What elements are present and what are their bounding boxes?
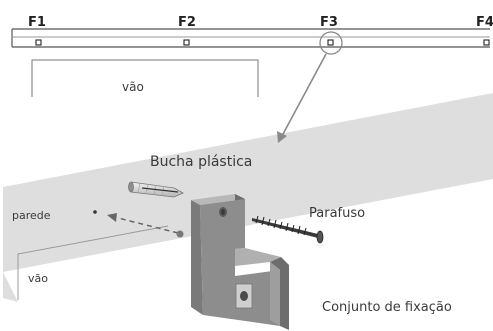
- wall-plug-icon: [128, 181, 184, 198]
- rail-bracket-marker-f1: [35, 39, 42, 46]
- leader-arrow: [277, 53, 327, 143]
- mounting-bracket-icon: [191, 194, 289, 330]
- wall-plug-label: Bucha plástica: [150, 154, 252, 170]
- marker-label-f2: F2: [178, 15, 196, 30]
- opening-label-bottom: vão: [28, 272, 48, 285]
- wall-label: parede: [12, 209, 51, 222]
- highlight-circle: [319, 31, 343, 55]
- rail-bracket-marker-f2: [183, 39, 190, 46]
- wall-band: [3, 93, 493, 272]
- marker-label-f1: F1: [28, 15, 46, 30]
- rail-bracket-marker-f4: [483, 39, 490, 46]
- marker-label-f3: F3: [320, 15, 338, 30]
- marker-label-f4: F4: [476, 15, 493, 30]
- opening-label-top: vão: [122, 80, 144, 94]
- drill-hole-dot: [93, 210, 97, 214]
- bracket-assembly-label: Conjunto de fixação: [322, 300, 452, 315]
- window-opening-bottom: [17, 225, 169, 300]
- wall-edge: [3, 272, 18, 302]
- screw-icon: [252, 215, 324, 244]
- curtain-rail: [11, 28, 490, 48]
- rail-bracket-marker-f3: [327, 39, 334, 46]
- screw-label: Parafuso: [309, 206, 365, 221]
- window-opening-top: [31, 59, 259, 97]
- insertion-arrow: [107, 213, 184, 238]
